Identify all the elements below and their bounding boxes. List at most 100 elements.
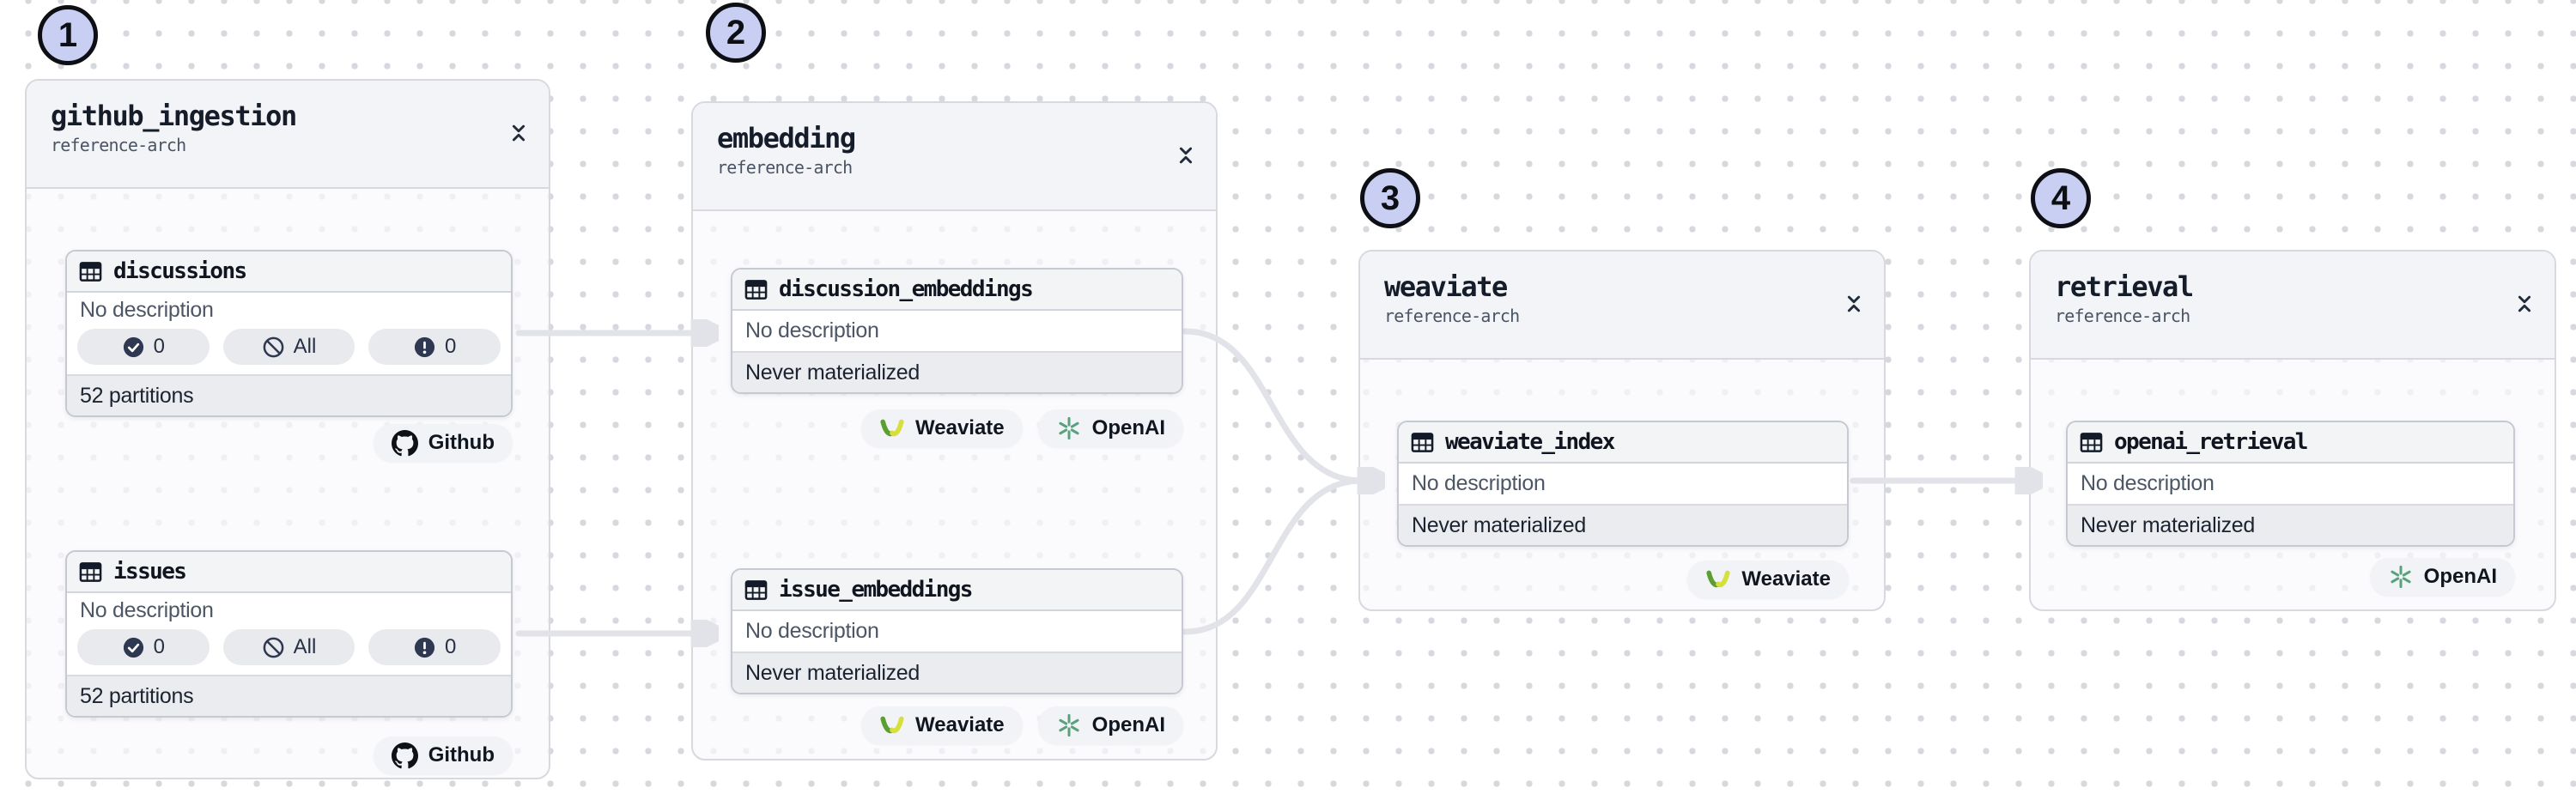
asset-node-header: discussions [67,251,511,293]
asset-name: discussions [113,258,247,284]
asset-node-openai-retrieval[interactable]: openai_retrieval No description Never ma… [2066,421,2515,547]
materialization-status: Never materialized [2068,504,2513,545]
tag-label: Weaviate [915,416,1005,439]
tag-label: Github [428,743,495,767]
materialization-status: Never materialized [732,351,1182,392]
check-circle-icon [122,636,145,659]
collapse-group-button[interactable] [509,120,528,146]
materialized-count-pill: 0 [77,329,210,365]
group-subtitle: reference-arch [2055,306,2190,327]
stat-label: 0 [445,635,457,658]
ban-circle-icon [262,336,285,359]
group-title: weaviate [1384,270,1508,303]
check-circle-icon [122,336,145,359]
weaviate-icon [1705,567,1731,592]
stat-label: All [293,335,317,358]
tag-row-openai-retrieval: OpenAI [2066,558,2515,596]
asset-node-issue-embeddings[interactable]: issue_embeddings No description Never ma… [731,568,1183,694]
collapse-group-button[interactable] [2515,291,2534,317]
asset-node-discussions[interactable]: discussions No description 0 All 0 52 pa… [65,250,513,417]
weaviate-icon [879,415,905,441]
group-subtitle: reference-arch [717,157,853,179]
tag-label: OpenAI [2423,565,2497,588]
step-badge-2: 2 [706,3,766,63]
tag-label: Weaviate [915,713,1005,736]
table-icon [79,260,102,283]
failed-count-pill: 0 [368,329,501,365]
collapse-group-button[interactable] [1844,291,1863,317]
tag-weaviate[interactable]: Weaviate [861,409,1023,447]
group-subtitle: reference-arch [1384,306,1520,327]
step-badge-1: 1 [38,5,98,65]
materialization-status: Never materialized [732,651,1182,693]
asset-node-issues[interactable]: issues No description 0 All 0 52 partiti… [65,550,513,718]
tag-openai[interactable]: OpenAI [2369,558,2515,596]
asset-node-weaviate-index[interactable]: weaviate_index No description Never mate… [1397,421,1849,547]
asset-name: issue_embeddings [779,577,973,603]
collapse-chevrons-icon [2517,293,2532,315]
stat-label: 0 [445,335,457,358]
asset-description: No description [1412,471,1546,495]
openai-icon [1056,712,1082,738]
collapse-group-button[interactable] [1176,142,1195,168]
table-icon [79,561,102,584]
tag-row-discussion-embeddings: Weaviate OpenAI [731,409,1183,447]
tag-label: OpenAI [1091,416,1165,439]
tag-weaviate[interactable]: Weaviate [861,706,1023,744]
step-badge-4: 4 [2031,168,2091,228]
partitions-footer: 52 partitions [67,675,511,716]
asset-name: discussion_embeddings [779,276,1034,302]
asset-description: No description [80,597,214,622]
openai-icon [2388,564,2414,590]
failed-count-pill: 0 [368,629,501,665]
collapse-chevrons-icon [1178,144,1194,167]
asset-description: No description [745,318,879,342]
asset-node-header: issues [67,552,511,593]
asset-description: No description [80,297,214,322]
alert-circle-icon [413,336,436,359]
missing-count-pill: All [222,329,355,365]
tag-openai[interactable]: OpenAI [1037,706,1183,744]
tag-row-weaviate-index: Weaviate [1397,561,1849,598]
tag-row-issues: Github [65,736,513,774]
tag-github[interactable]: Github [373,736,513,774]
collapse-chevrons-icon [511,122,526,144]
step-badge-3: 3 [1360,168,1420,228]
missing-count-pill: All [222,629,355,665]
group-title: retrieval [2055,270,2194,303]
materialized-count-pill: 0 [77,629,210,665]
collapse-chevrons-icon [1846,293,1862,315]
stat-label: All [293,635,317,658]
group-header-embedding: embedding reference-arch [693,103,1216,211]
openai-icon [1056,415,1082,441]
asset-node-header: discussion_embeddings [732,270,1182,311]
tag-github[interactable]: Github [373,424,513,462]
alert-circle-icon [413,636,436,659]
asset-description: No description [2081,471,2215,495]
table-icon [1411,431,1434,454]
tag-label: Weaviate [1741,567,1831,591]
group-header-weaviate: weaviate reference-arch [1360,251,1884,360]
partition-stats: 0 All 0 [67,327,511,374]
stat-label: 0 [153,635,166,658]
group-header-github-ingestion: github_ingestion reference-arch [27,81,549,189]
asset-node-header: weaviate_index [1399,422,1847,464]
tag-label: Github [428,431,495,454]
weaviate-icon [879,712,905,738]
partition-stats: 0 All 0 [67,627,511,675]
asset-description: No description [745,619,879,643]
tag-row-issue-embeddings: Weaviate OpenAI [731,706,1183,744]
partitions-footer: 52 partitions [67,374,511,415]
asset-name: openai_retrieval [2114,429,2308,455]
table-icon [744,579,768,602]
tag-weaviate[interactable]: Weaviate [1687,561,1849,598]
tag-openai[interactable]: OpenAI [1037,409,1183,447]
github-icon [391,429,418,457]
group-subtitle: reference-arch [51,135,186,156]
table-icon [744,278,768,301]
asset-name: weaviate_index [1445,429,1615,455]
table-icon [2080,431,2103,454]
asset-node-discussion-embeddings[interactable]: discussion_embeddings No description Nev… [731,268,1183,394]
stat-label: 0 [153,335,166,358]
